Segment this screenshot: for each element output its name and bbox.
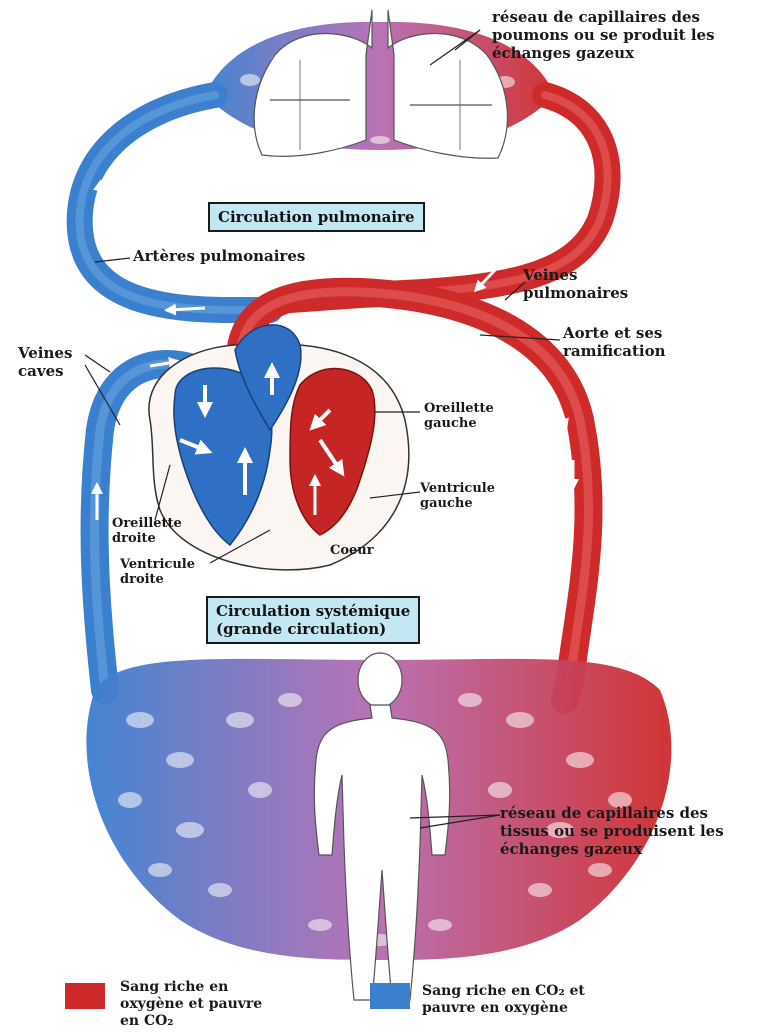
- label-lung-capillaries: réseau de capillaires des poumons ou se …: [492, 8, 715, 62]
- label-vena-cava-line2: caves: [18, 362, 72, 380]
- label-right-ventricle: Ventricule droite: [120, 557, 195, 587]
- label-right-atrium-line2: droite: [112, 531, 182, 546]
- label-pulmonary-veins-line1: Veines: [523, 266, 628, 284]
- legend-swatch-co2-rich: [370, 983, 410, 1009]
- label-aorta-line1: Aorte et ses: [563, 324, 666, 342]
- label-heart: Coeur: [330, 543, 374, 558]
- label-tissue-capillaries-line2: tissus ou se produisent les: [500, 822, 724, 840]
- label-aorta-line2: ramification: [563, 342, 666, 360]
- label-vena-cava: Veines caves: [18, 344, 72, 380]
- heart: [149, 325, 409, 570]
- legend-oxygen-rich-line1: Sang riche en: [120, 979, 262, 996]
- label-lung-capillaries-line2: poumons ou se produit les: [492, 26, 715, 44]
- label-pulmonary-veins-line2: pulmonaires: [523, 284, 628, 302]
- label-tissue-capillaries-line3: échanges gazeux: [500, 840, 724, 858]
- systemic-circulation-box: Circulation systémique (grande circulati…: [206, 596, 420, 644]
- label-left-ventricle-line1: Ventricule: [420, 481, 495, 496]
- legend-oxygen-rich-line3: en CO₂: [120, 1013, 262, 1030]
- label-aorta: Aorte et ses ramification: [563, 324, 666, 360]
- label-pulmonary-veins: Veines pulmonaires: [523, 266, 628, 302]
- systemic-circulation-title: Circulation systémique: [216, 602, 410, 620]
- systemic-circulation-subtitle: (grande circulation): [216, 620, 410, 638]
- legend-swatch-oxygen-rich: [65, 983, 105, 1009]
- label-left-atrium-line2: gauche: [424, 416, 494, 431]
- label-lung-capillaries-line1: réseau de capillaires des: [492, 8, 715, 26]
- label-right-ventricle-line1: Ventricule: [120, 557, 195, 572]
- label-left-ventricle: Ventricule gauche: [420, 481, 495, 511]
- pulmonary-circulation-title: Circulation pulmonaire: [218, 208, 415, 226]
- label-left-atrium-line1: Oreillette: [424, 401, 494, 416]
- label-vena-cava-line1: Veines: [18, 344, 72, 362]
- label-right-atrium-line1: Oreillette: [112, 516, 182, 531]
- label-left-ventricle-line2: gauche: [420, 496, 495, 511]
- pulmonary-circulation-box: Circulation pulmonaire: [208, 202, 425, 232]
- legend-oxygen-rich-line2: oxygène et pauvre: [120, 996, 262, 1013]
- label-pulmonary-arteries: Artères pulmonaires: [133, 247, 305, 265]
- legend-text-co2-rich: Sang riche en CO₂ et pauvre en oxygène: [422, 983, 585, 1017]
- label-right-atrium: Oreillette droite: [112, 516, 182, 546]
- label-left-atrium: Oreillette gauche: [424, 401, 494, 431]
- label-tissue-capillaries-line1: réseau de capillaires des: [500, 804, 724, 822]
- label-lung-capillaries-line3: échanges gazeux: [492, 44, 715, 62]
- legend-text-oxygen-rich: Sang riche en oxygène et pauvre en CO₂: [120, 979, 262, 1030]
- label-right-ventricle-line2: droite: [120, 572, 195, 587]
- label-tissue-capillaries: réseau de capillaires des tissus ou se p…: [500, 804, 724, 858]
- legend-co2-rich-line1: Sang riche en CO₂ et: [422, 983, 585, 1000]
- legend-co2-rich-line2: pauvre en oxygène: [422, 1000, 585, 1017]
